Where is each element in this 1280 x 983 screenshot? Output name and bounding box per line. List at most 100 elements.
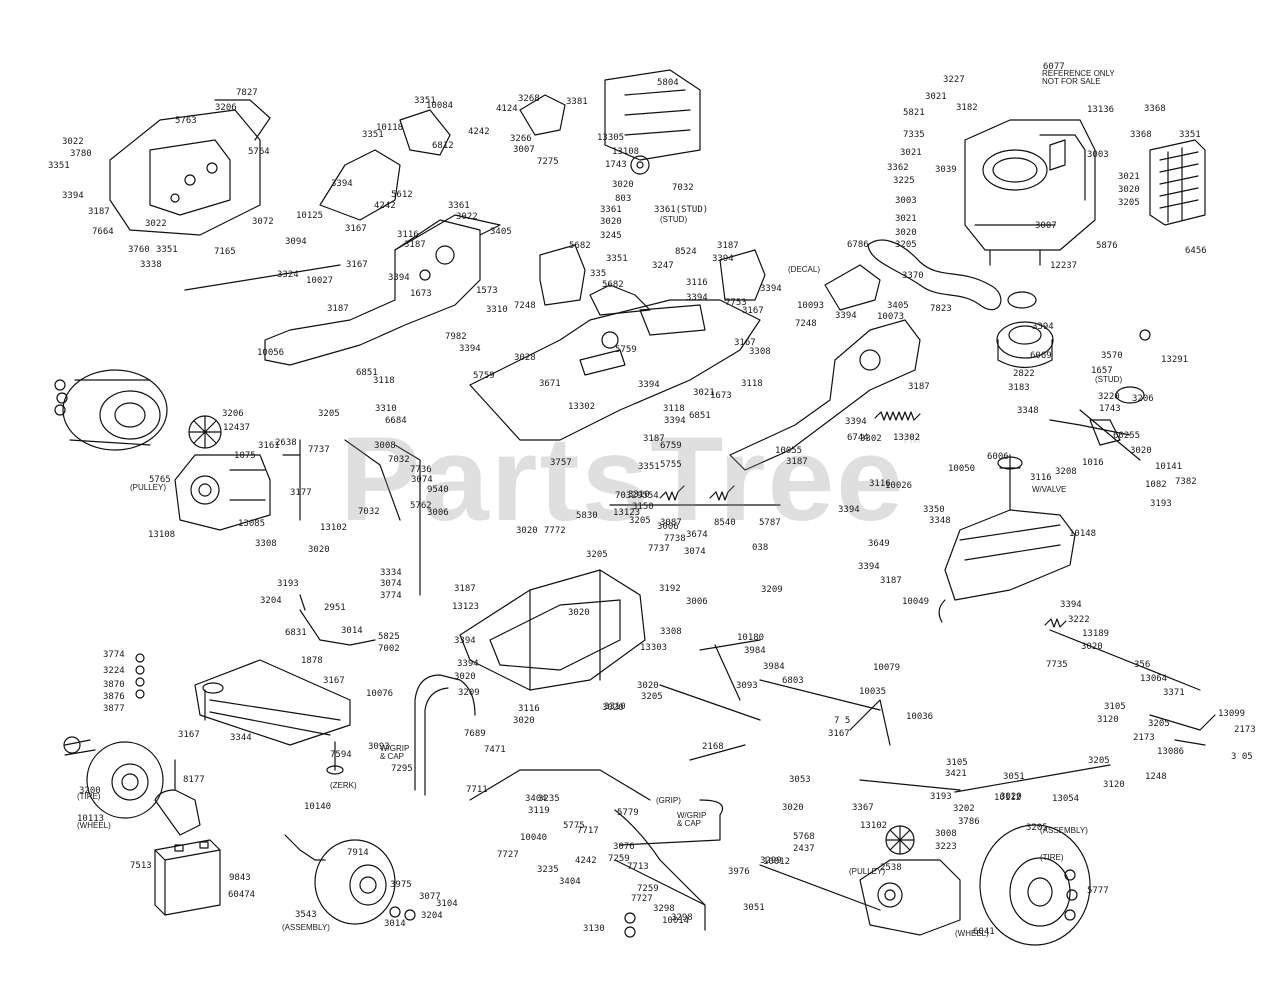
shift-rod-upper [184, 264, 341, 521]
part-number-label: 12237 [1050, 261, 1078, 271]
part-number-label: 7275 [537, 157, 559, 167]
part-number-label: 3003 [1087, 150, 1109, 160]
part-number-label: 6456 [1185, 246, 1207, 256]
part-number-label: 7335 [903, 130, 925, 140]
part-number-label: 3183 [1008, 383, 1030, 393]
transaxle-left [174, 454, 271, 531]
assembly-note-right: (ASSEMBLY) [1040, 826, 1088, 835]
part-number-label: 3394 [459, 344, 481, 354]
part-number-label: 3351 [414, 96, 436, 106]
part-number-label: 7032 [388, 455, 410, 465]
part-number-label: 3394 [454, 636, 476, 646]
part-number-label: 3649 [868, 539, 890, 549]
part-number-label: 1075 [234, 451, 256, 461]
part-number-label: 3020 [1118, 185, 1140, 195]
part-number-label: 3205 [586, 550, 608, 560]
part-number-label: 3298 [671, 913, 693, 923]
decal-note: (DECAL) [788, 265, 821, 274]
part-number-label: 3020 [1000, 792, 1022, 802]
part-number-label: 3780 [70, 149, 92, 159]
part-number-label: 9843 [229, 873, 251, 883]
engine-screen [1149, 139, 1206, 226]
tie-rod-right [1044, 618, 1216, 746]
part-number-label: 3206 [215, 103, 237, 113]
spring [874, 411, 921, 421]
part-number-label: 3116 [869, 479, 891, 489]
part-number-label: 7259 [608, 854, 630, 864]
part-number-label: 13303 [640, 643, 668, 653]
part-number-label: 7032 [615, 491, 637, 501]
part-number-label: 13086 [1157, 747, 1185, 757]
fan-pulley-left [188, 415, 222, 449]
part-number-label: 3298 [653, 904, 675, 914]
part-number-label: 3118 [741, 379, 763, 389]
part-number-label: 3206 [1132, 394, 1154, 404]
rear-wheel-right [979, 824, 1091, 946]
part-number-label: 2638 [275, 438, 297, 448]
part-number-label: 5764 [248, 147, 270, 157]
part-number-label: 10036 [906, 712, 934, 722]
part-number-label: 3774 [103, 650, 125, 660]
part-number-label: 3310 [628, 490, 650, 500]
part-number-label: 3405 [490, 227, 512, 237]
part-number-label: 5763 [175, 116, 197, 126]
part-number-label: 5768 [793, 832, 815, 842]
part-number-label: 3022 [456, 212, 478, 222]
part-number-label: 3014 [341, 626, 363, 636]
clutch-assembly [996, 291, 1145, 404]
part-number-label: 5612 [391, 190, 413, 200]
part-number-label: 2437 [793, 844, 815, 854]
part-number-label: 6803 [782, 676, 804, 686]
part-number-label: 4242 [468, 127, 490, 137]
part-number-label: 3302 [860, 434, 882, 444]
part-number-label: 3404 [525, 794, 547, 804]
part-number-label: 3394 [858, 562, 880, 572]
part-number-label: 3984 [763, 662, 785, 672]
part-number-label: 3007 [513, 145, 535, 155]
part-number-label: 7823 [930, 304, 952, 314]
part-number-label: 13085 [238, 519, 266, 529]
pedal-bracket-upper [319, 94, 566, 221]
part-number-label: 3020 [516, 526, 538, 536]
part-number-label: 7594 [330, 750, 352, 760]
part-number-label: 5777 [1087, 886, 1109, 896]
part-number-label: 3268 [518, 94, 540, 104]
part-number-label: 7259 [637, 884, 659, 894]
part-number-label: 3225 [893, 176, 915, 186]
part-number-label: 3351 [48, 161, 70, 171]
part-number-label: 60255 [1113, 431, 1141, 441]
part-number-label: 3674 [686, 530, 708, 540]
part-number-label: 3120 [1097, 715, 1119, 725]
grip-cap-note-2: W/GRIP & CAP [677, 811, 707, 829]
part-number-label: 3235 [538, 794, 560, 804]
frame-right [729, 319, 921, 471]
valve-note: W/VALVE [1032, 485, 1067, 494]
part-number-label: 10093 [797, 301, 825, 311]
part-number-label: 3104 [436, 899, 458, 909]
part-number-label: 3187 [880, 576, 902, 586]
part-number-label: 3006 [686, 597, 708, 607]
part-number-label: 3348 [929, 516, 951, 526]
watermark-text: PartsTree [340, 412, 906, 546]
part-number-label: 3020 [782, 803, 804, 813]
part-number-label: 3022 [62, 137, 84, 147]
part-number-label: 3039 [935, 165, 957, 175]
part-number-label: 3227 [943, 75, 965, 85]
part-number-label: 13054 [1052, 794, 1080, 804]
part-number-label: 3351 [1179, 130, 1201, 140]
part-number-label: 6851 [356, 368, 378, 378]
part-number-label: 3021 [693, 388, 715, 398]
part-number-label: 3405 [887, 301, 909, 311]
part-number-label: 7717 [577, 826, 599, 836]
part-number-label: 3220 [1098, 392, 1120, 402]
part-number-label: 3021 [1118, 172, 1140, 182]
part-number-label: 1878 [301, 656, 323, 666]
part-number-label: 7471 [484, 745, 506, 755]
pulley-note-left: (PULLEY) [130, 483, 167, 492]
part-number-label: 3130 [583, 924, 605, 934]
part-number-label: 3394 [760, 284, 782, 294]
part-number-label: 3361(STUD) [654, 205, 709, 215]
part-number-label: 5830 [576, 511, 598, 521]
steering-linkage [659, 639, 881, 761]
part-number-label: 3976 [728, 867, 750, 877]
